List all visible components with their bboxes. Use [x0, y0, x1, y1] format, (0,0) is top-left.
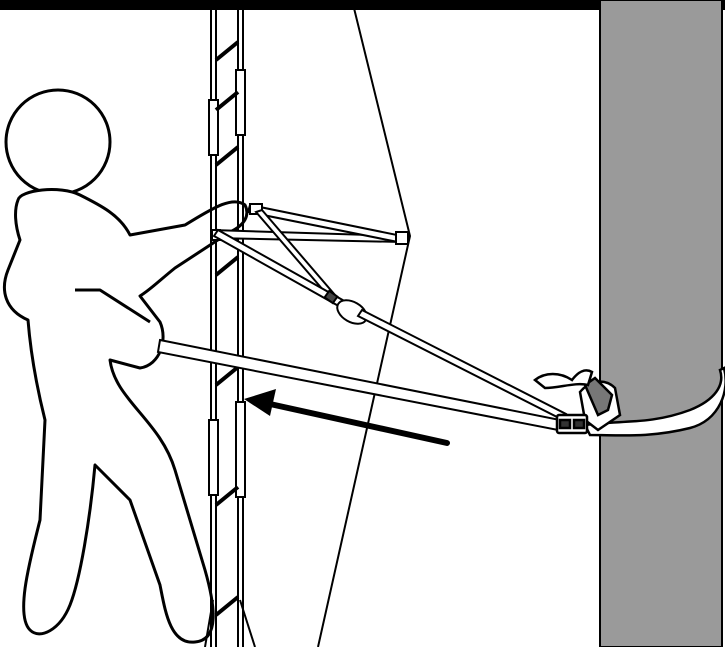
guy-wire [318, 0, 410, 647]
utility-pole [600, 0, 722, 647]
worker-head [6, 90, 110, 194]
ladder [205, 0, 255, 647]
